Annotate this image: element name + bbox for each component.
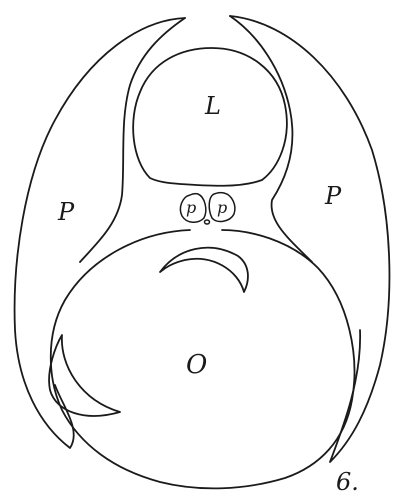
label-right-region: P xyxy=(324,182,342,210)
label-small-right: p xyxy=(217,198,227,217)
label-left-region: P xyxy=(57,198,75,226)
central-dot xyxy=(205,220,210,224)
outer-left-lobe-outline xyxy=(15,18,185,448)
label-lower-chamber: O xyxy=(186,350,207,380)
outer-right-lobe-outline xyxy=(230,16,389,462)
figure-number: 6. xyxy=(336,468,359,496)
label-upper-chamber: L xyxy=(204,92,221,120)
left-inner-curve xyxy=(80,18,185,262)
upper-crescent xyxy=(160,248,248,292)
label-small-left: p xyxy=(186,198,196,217)
